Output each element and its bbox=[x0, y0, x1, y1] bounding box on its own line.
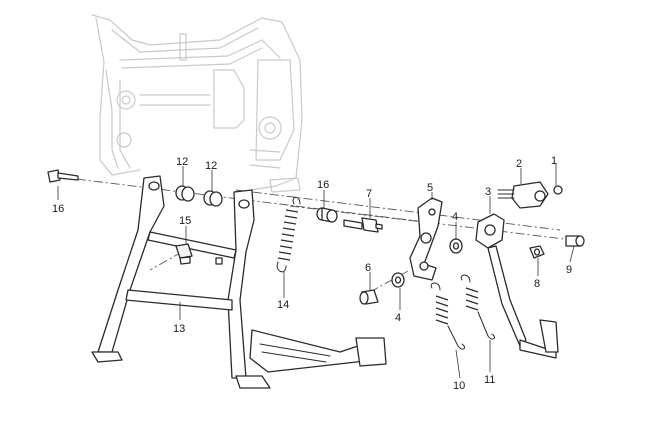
leader-lines bbox=[57, 164, 575, 379]
callout-11: 11 bbox=[484, 374, 495, 386]
callout-2: 2 bbox=[516, 158, 522, 170]
callout-9: 9 bbox=[566, 264, 572, 276]
side-stand-switch bbox=[497, 181, 549, 209]
switch-screw bbox=[553, 185, 563, 195]
callout-1: 1 bbox=[551, 155, 557, 167]
bushing-left bbox=[175, 185, 195, 202]
washer-lower bbox=[391, 272, 405, 288]
motorcycle-frame bbox=[91, 14, 303, 193]
center-stand bbox=[91, 175, 387, 389]
rubber-stopper bbox=[175, 243, 193, 265]
callout-7: 7 bbox=[366, 188, 372, 200]
callout-labels: 1 2 3 4 4 5 6 7 8 9 10 11 12 12 13 14 15… bbox=[52, 155, 572, 392]
pivot-bolt bbox=[47, 169, 79, 183]
callout-3: 3 bbox=[485, 186, 491, 198]
bushing-right bbox=[203, 190, 223, 207]
callout-15: 15 bbox=[179, 215, 191, 227]
callout-12-right: 12 bbox=[205, 160, 217, 172]
washer-upper bbox=[449, 238, 463, 254]
side-stand-bracket bbox=[409, 197, 443, 281]
callout-4-lower: 4 bbox=[395, 312, 401, 324]
callout-14: 14 bbox=[277, 299, 289, 311]
callout-10: 10 bbox=[453, 380, 465, 392]
pivot-pin bbox=[343, 217, 383, 233]
callout-16-right: 16 bbox=[317, 179, 329, 191]
side-stand-spring-outer bbox=[430, 282, 465, 350]
callout-6: 6 bbox=[365, 262, 371, 274]
stop-pin bbox=[359, 289, 379, 305]
nut bbox=[529, 245, 545, 259]
callout-5: 5 bbox=[427, 182, 433, 194]
callout-16-left: 16 bbox=[52, 203, 64, 215]
side-stand-spring-inner bbox=[460, 274, 495, 340]
callout-8: 8 bbox=[534, 278, 540, 290]
callout-12-left: 12 bbox=[176, 156, 188, 168]
callout-4-upper: 4 bbox=[452, 211, 458, 223]
callout-13: 13 bbox=[173, 323, 185, 335]
collar bbox=[316, 207, 338, 223]
center-stand-spring bbox=[276, 196, 301, 273]
side-stand bbox=[475, 213, 559, 359]
side-stand-bolt bbox=[565, 235, 585, 247]
